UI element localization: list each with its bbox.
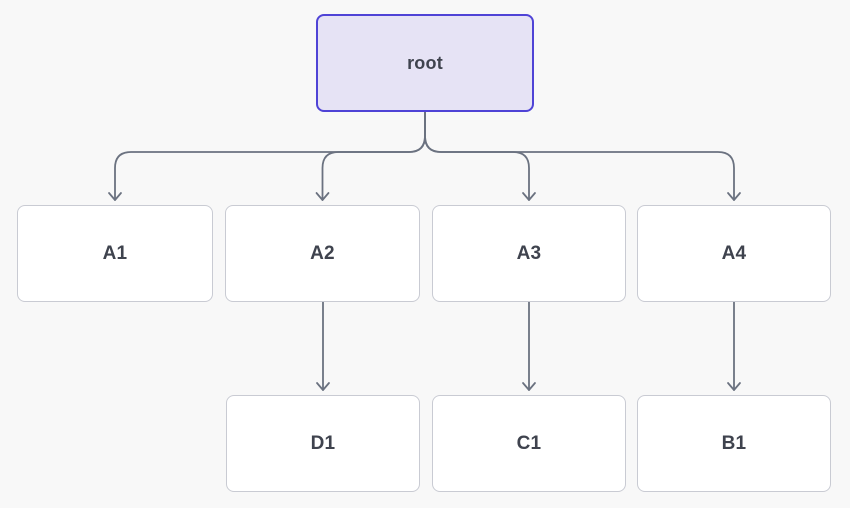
node-d1[interactable]: D1 <box>226 395 420 492</box>
edge-root-a2 <box>321 111 426 201</box>
edge-root-a1 <box>114 111 426 201</box>
node-label-c1: C1 <box>516 432 542 454</box>
node-label-a3: A3 <box>516 242 542 264</box>
node-a2[interactable]: A2 <box>225 205 420 302</box>
node-a1[interactable]: A1 <box>17 205 213 302</box>
edge-root-a3 <box>424 111 530 201</box>
arrowhead-root-a4 <box>727 192 741 201</box>
node-label-b1: B1 <box>721 432 747 454</box>
node-root[interactable]: root <box>316 14 534 112</box>
node-label-a4: A4 <box>721 242 747 264</box>
arrowhead-a3-c1 <box>522 382 536 391</box>
node-label-a1: A1 <box>102 242 128 264</box>
arrowhead-root-a3 <box>522 192 536 201</box>
node-label-a2: A2 <box>310 242 335 264</box>
node-b1[interactable]: B1 <box>637 395 831 492</box>
arrowhead-a2-d1 <box>316 382 330 391</box>
node-c1[interactable]: C1 <box>432 395 626 492</box>
node-label-d1: D1 <box>310 432 336 454</box>
edge-root-a4 <box>424 111 735 201</box>
arrowhead-root-a1 <box>108 192 122 201</box>
arrowhead-a4-b1 <box>727 382 741 391</box>
node-a3[interactable]: A3 <box>432 205 626 302</box>
arrowhead-root-a2 <box>315 192 330 201</box>
node-a4[interactable]: A4 <box>637 205 831 302</box>
node-label-root: root <box>407 52 443 73</box>
